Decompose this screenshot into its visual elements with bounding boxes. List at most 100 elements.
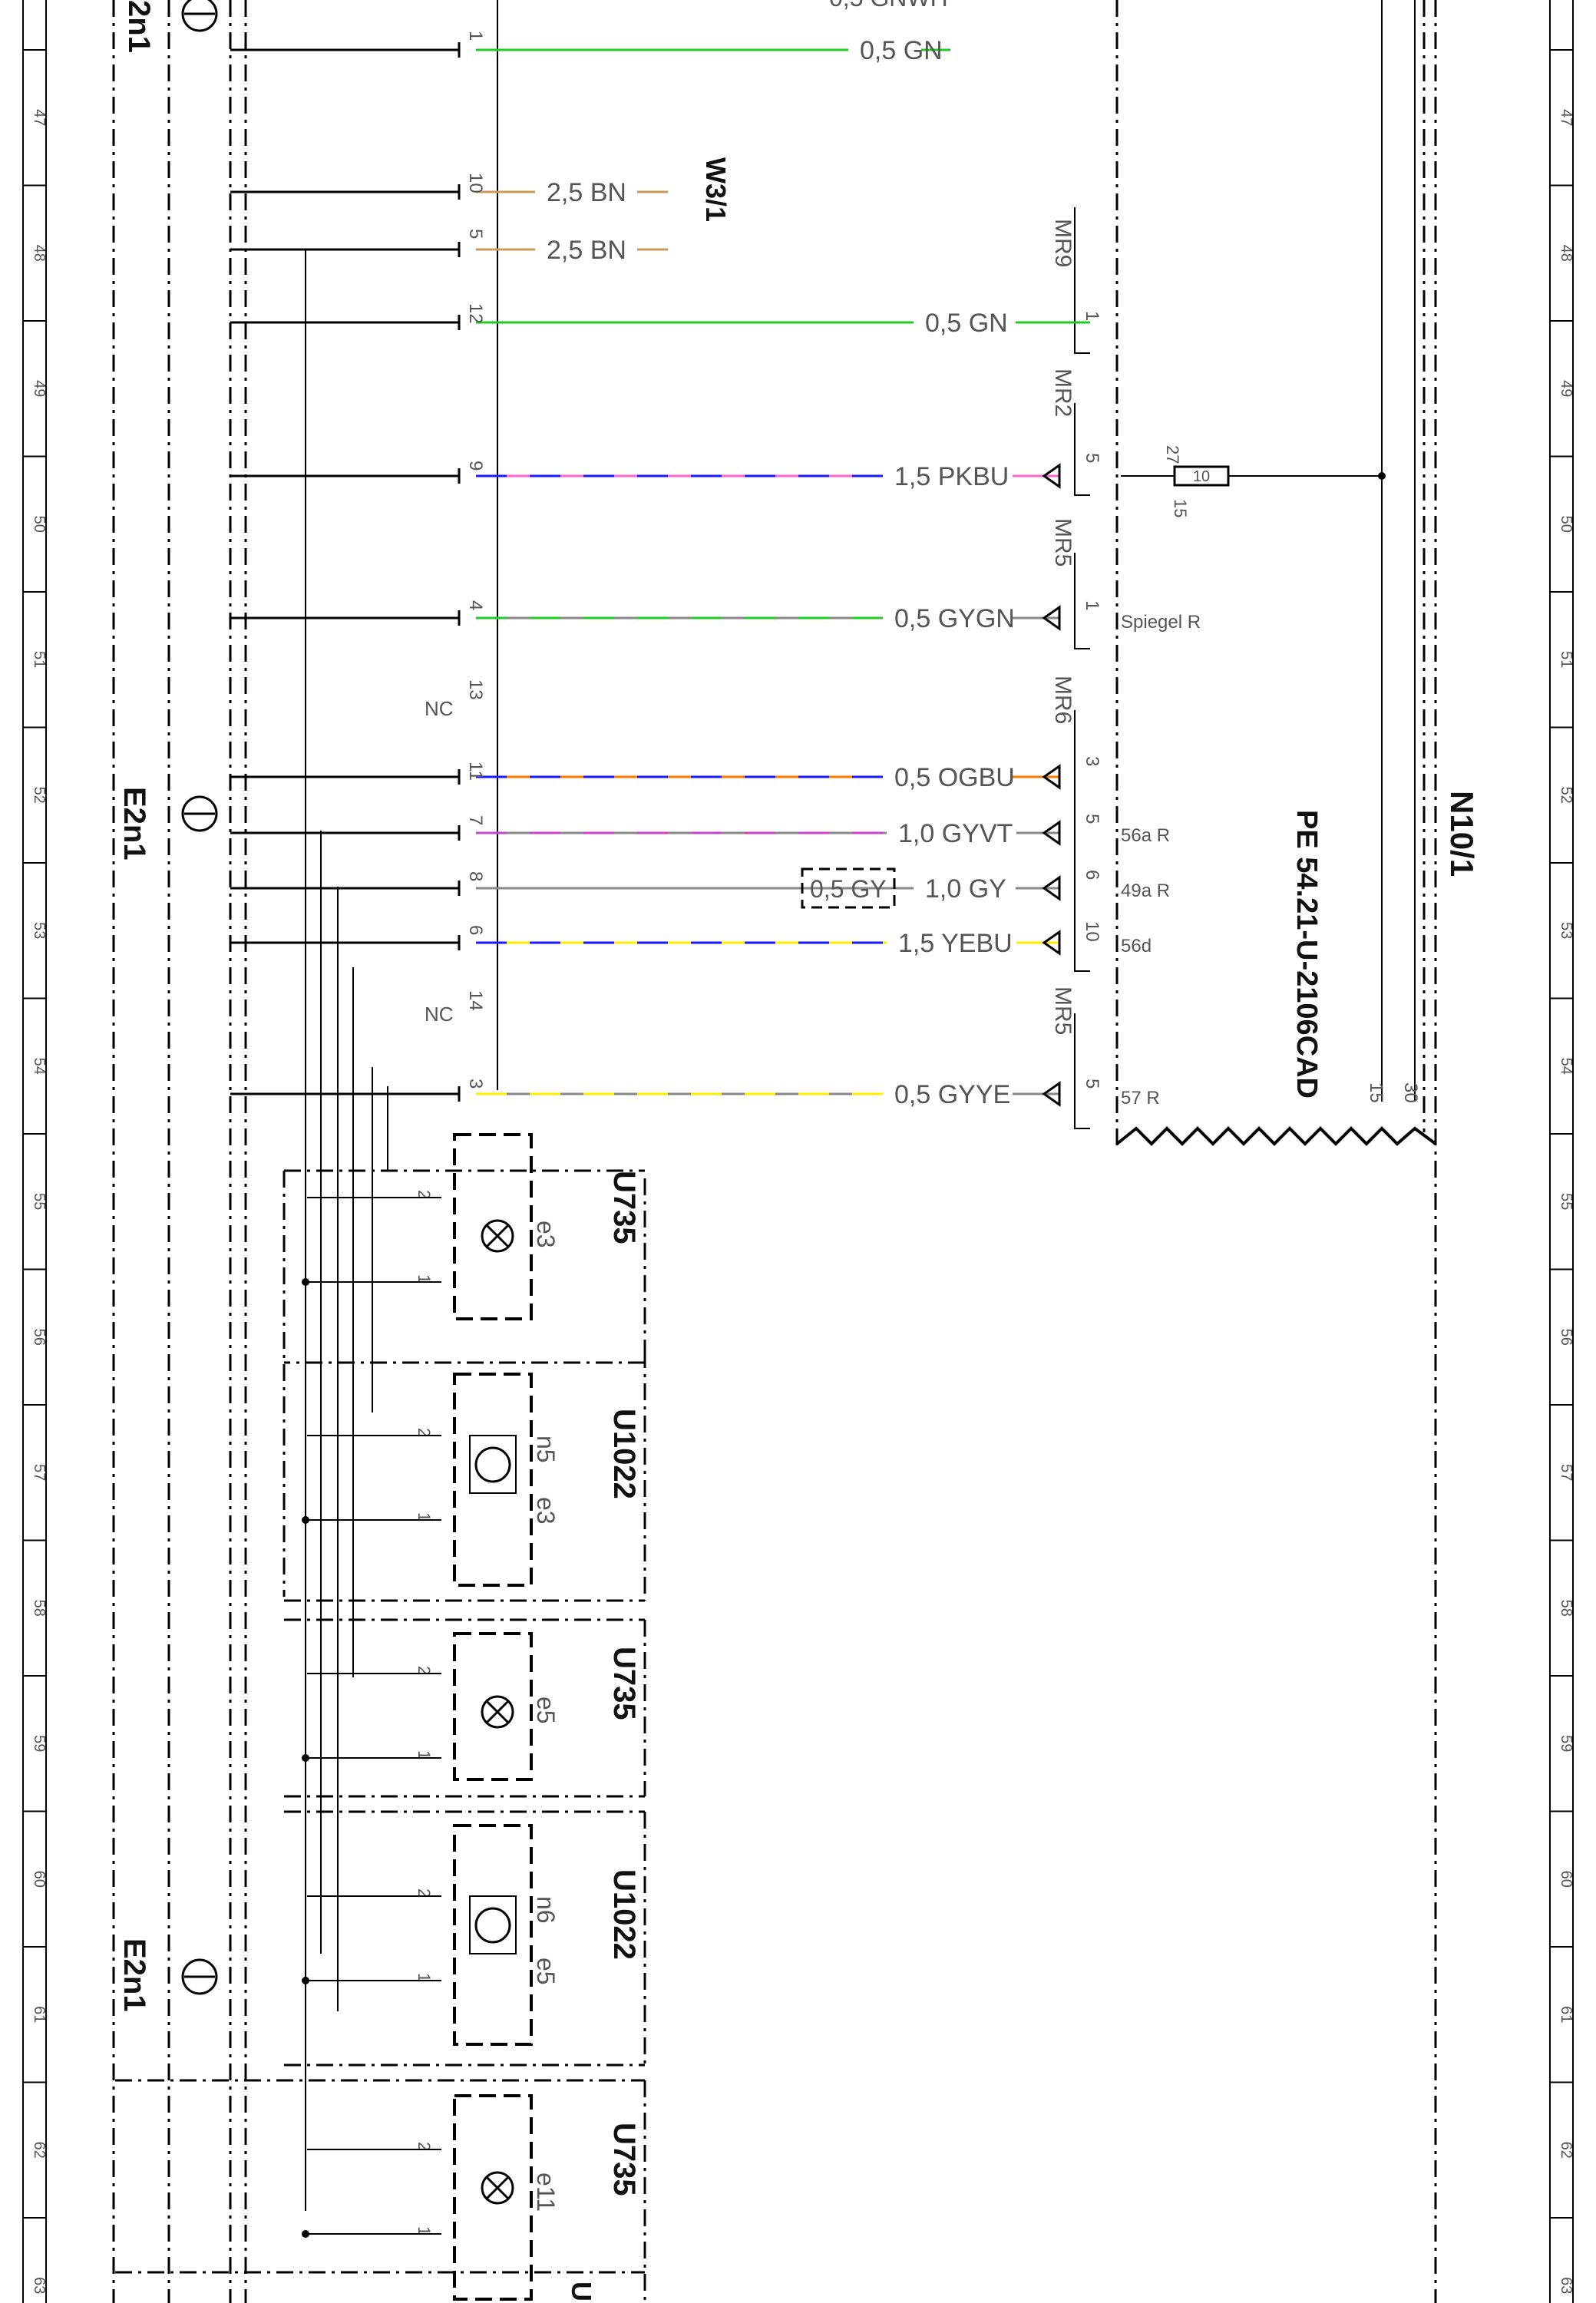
e2n1-label-mid: E2n1 [117,787,151,861]
junction-dot [302,2230,309,2238]
ruler-number-right: 63 [1558,2277,1575,2294]
connector-pin-number: 1 [1082,311,1102,321]
pin-number: 14 [465,990,486,1011]
lamp-cross [485,1700,510,1724]
ruler-number-right: 62 [1558,2142,1575,2159]
junction-dot [302,1977,309,1984]
pin-number: 9 [465,461,486,471]
pin-number: 10 [465,173,486,193]
pin-number: 5 [465,229,486,239]
terminal-label: Spiegel R [1121,612,1201,633]
photo-sensor-box [469,1435,517,1494]
e2n1-label-bot: E2n1 [117,1938,151,2012]
wires [230,42,1090,1107]
pin-number: 11 [465,762,486,781]
transistor-symbols [181,0,218,1995]
pin-number: 12 [465,303,486,324]
ruler-number-right: 57 [1558,1464,1575,1481]
ruler-number-right: 61 [1558,2006,1575,2023]
device-label-2: e5 [532,1958,560,1985]
junction-dot [302,1278,309,1286]
module-label: U735 [607,1171,641,1244]
ruler-number-left: 62 [31,2142,48,2159]
pin-number: 4 [465,600,486,610]
ruler-number-left: 63 [31,2277,48,2294]
bottom-partial-label: U [566,2282,597,2301]
wire-label: 1,5 PKBU [894,462,1009,491]
fuse-in: 27 [1163,445,1182,464]
device-label: n6 [532,1896,560,1924]
ruler-number-right: 58 [1558,1600,1575,1617]
term15-label: 15 [1366,1082,1386,1103]
pin-number: 7 [465,815,486,825]
pin-number: 13 [465,679,486,700]
ruler-number-left: 57 [31,1464,48,1481]
fuse-out: 15 [1171,499,1190,517]
lamp-icon [481,1219,514,1253]
connector-label: MR9 [1050,219,1076,267]
terminal-label: 49a R [1121,881,1170,901]
lamp-cross [485,2176,510,2200]
bus-lines [305,0,1416,2211]
ruler-number-left: 53 [31,922,48,939]
ruler-number-right: 55 [1558,1193,1575,1210]
pe-ref-label: PE 54.21-U-2106CAD [1290,810,1323,1099]
static-labels: 2n1 E2n1 E2n1 W3/1 N10/1 PE 54.21-U-2106… [117,0,1480,2301]
top-partial-label: 0,5 GNWH [829,0,948,12]
connector-pin-number: 6 [1082,870,1102,880]
nc-label-2: NC [425,1003,454,1026]
lamp-icon [481,2171,514,2205]
wire-label: 0,5 GN [925,309,1008,338]
device-label: e11 [532,2172,560,2212]
lamp-cross [485,1224,510,1248]
connector-pin-number: 10 [1082,921,1102,942]
device-label: e5 [532,1697,560,1724]
pin-labels: 110512941311786143151356105MR9MR2MR5MR6M… [465,31,1201,1109]
transistor-icon [181,0,218,32]
terminal-label: 57 R [1121,1088,1160,1109]
connector-pin-number: 1 [1082,600,1102,610]
connector-label: MR6 [1050,676,1076,724]
wire-label: 0,5 GN [860,36,943,65]
device-label-2: e3 [532,1497,560,1525]
connector-arrow [1042,1081,1061,1107]
connector-arrow [1042,820,1061,846]
ruler-number-right: 53 [1558,922,1575,939]
pin-number: 1 [465,31,486,41]
connector-blocks [1074,207,1437,1146]
wire-labels: 0,5 GN 2,5 BN 2,5 BN 0,5 GN 1,5 PKBU 0,5 GYGN… [547,36,1015,1109]
connector-pin-number: 5 [1082,453,1102,463]
alt-wire-box [801,867,896,909]
device-label: n5 [532,1436,560,1463]
ruler-number-right: 56 [1558,1329,1575,1346]
ruler-number-left: 60 [31,1871,48,1888]
terminal-label: 56a R [1121,825,1170,846]
junction-dot [302,1516,309,1524]
connector-pin-number: 5 [1082,1079,1102,1089]
module-label: U1022 [607,1409,641,1499]
wire-label: 1,0 GY [925,874,1006,904]
w3-label: W3/1 [700,157,732,222]
photo-sensor-box [469,1895,517,1954]
ruler-number-right: 48 [1558,245,1575,262]
ruler-number-left: 56 [31,1329,48,1346]
wire-label: 0,5 GYGN [894,604,1015,633]
connector-label: MR5 [1050,986,1076,1035]
wire-label: 2,5 BN [547,236,626,265]
ruler-number-right: 54 [1558,1058,1575,1075]
ruler-number-right: 59 [1558,1735,1575,1752]
nc-label-1: NC [425,697,454,720]
ruler-number-left: 51 [31,651,48,668]
ruler-number-left: 59 [31,1735,48,1752]
wire-label: 1,5 YEBU [898,929,1013,958]
wire-label: 2,5 BN [547,178,626,207]
n10-label: N10/1 [1444,791,1480,877]
connector-arrow [1042,463,1061,489]
module-label: U735 [607,1647,641,1720]
wire-label-alt: 0,5 GY [810,875,887,903]
wire-label: 0,5 OGBU [894,763,1015,792]
ruler-number-right: 50 [1558,516,1575,533]
right-ruler [1549,0,1574,2303]
